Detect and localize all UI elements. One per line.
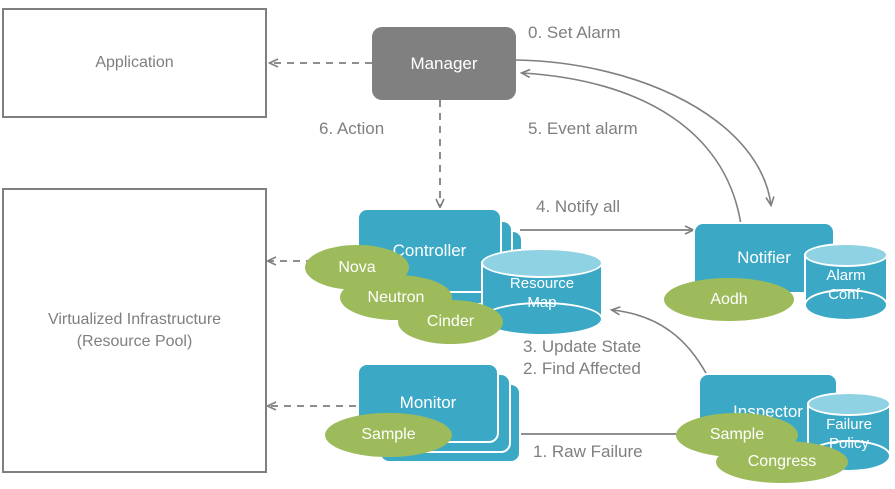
edge-label-update-state: 3. Update State	[523, 337, 642, 356]
pill-cinder[interactable]: Cinder	[398, 300, 503, 344]
aodh-label: Aodh	[710, 290, 748, 308]
inspector-sample-label: Sample	[709, 426, 765, 443]
edge-label-action: 6. Action	[319, 119, 385, 138]
manager-node[interactable]: Manager	[372, 27, 516, 100]
nova-label: Nova	[338, 258, 376, 276]
cylinder-bottom	[804, 289, 888, 321]
infrastructure-label-line2: (Resource Pool)	[76, 332, 193, 350]
alarm-conf-cylinder[interactable]: Alarm Conf.	[804, 243, 888, 325]
cylinder-top	[804, 243, 888, 267]
pill-monitor-sample[interactable]: Sample	[325, 413, 452, 457]
alarm-conf-label-line2: Conf.	[828, 286, 864, 303]
failure-policy-label-line1: Failure	[826, 416, 872, 433]
monitor-label: Monitor	[399, 393, 457, 412]
edge-label-event-alarm: 5. Event alarm	[528, 119, 638, 138]
edge-label-find-affected: 2. Find Affected	[523, 359, 641, 378]
pill-congress[interactable]: Congress	[716, 441, 848, 483]
failure-policy-label-line2: Policy	[828, 435, 869, 452]
cinder-label: Cinder	[426, 313, 475, 330]
resource-map-label-line1: Resource	[509, 275, 575, 292]
infrastructure-label-line1: Virtualized Infrastructure	[47, 310, 222, 328]
notifier-label: Notifier	[737, 248, 791, 267]
neutron-label: Neutron	[367, 288, 425, 306]
pill-aodh[interactable]: Aodh	[664, 278, 794, 321]
application-label: Application	[95, 54, 174, 71]
resource-map-cylinder[interactable]: Resource Map	[481, 248, 603, 340]
cylinder-top	[807, 392, 891, 416]
edge-label-raw-failure: 1. Raw Failure	[533, 442, 643, 461]
monitor-sample-label: Sample	[361, 426, 416, 443]
congress-label: Congress	[747, 453, 817, 470]
resource-map-label-line2: Map	[527, 294, 557, 311]
infrastructure-box[interactable]: Virtualized Infrastructure (Resource Poo…	[2, 188, 267, 473]
alarm-conf-label-line1: Alarm	[826, 267, 866, 284]
cylinder-top	[481, 248, 603, 278]
edge-label-notify-all: 4. Notify all	[536, 197, 621, 216]
controller-label: Controller	[392, 240, 467, 260]
edge-label-set-alarm: 0. Set Alarm	[528, 23, 621, 42]
application-box[interactable]: Application	[2, 8, 267, 118]
manager-label: Manager	[410, 53, 478, 73]
